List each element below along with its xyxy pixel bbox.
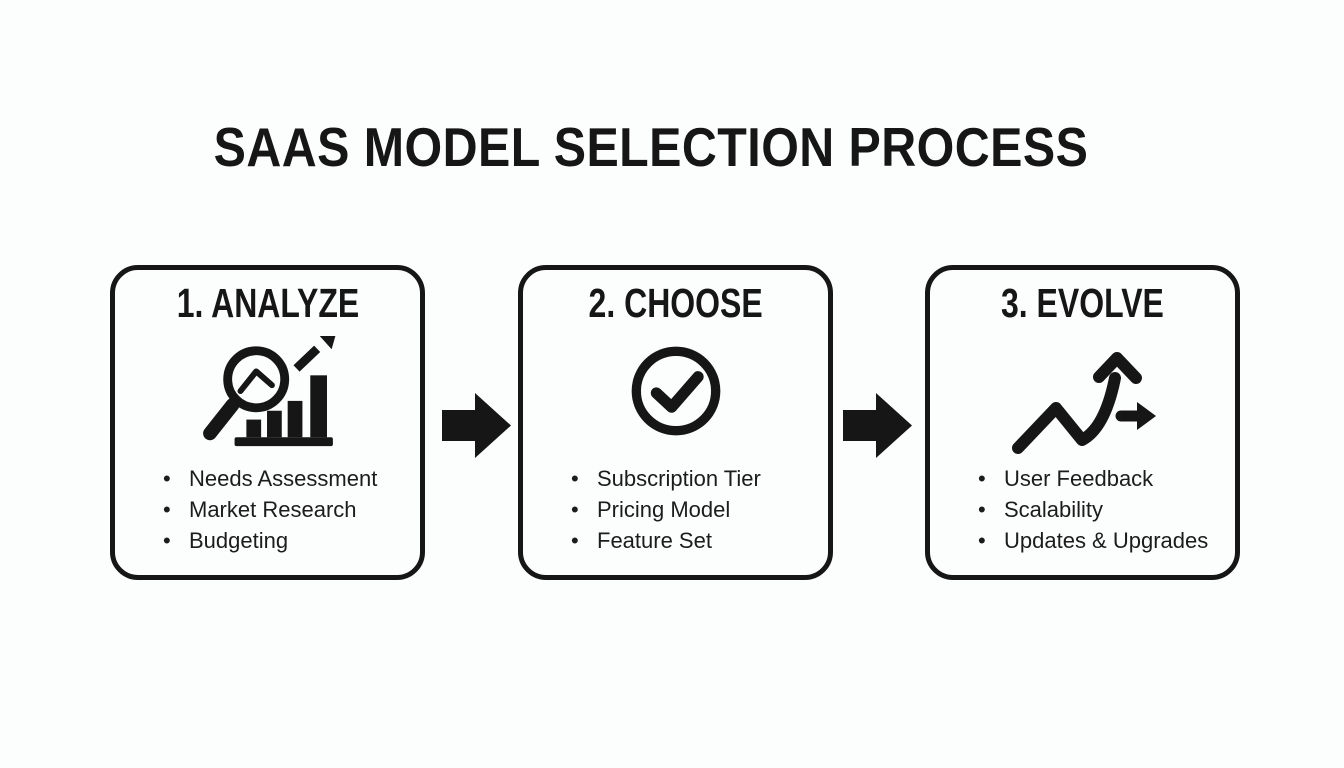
bullet-icon: • — [163, 497, 171, 522]
bullet-icon: • — [163, 528, 171, 553]
list-item: • Pricing Model — [571, 494, 818, 525]
solid-right-arrow-icon — [843, 393, 912, 458]
bullet-icon: • — [978, 497, 986, 522]
rising-zigzag-arrow-icon — [1011, 352, 1156, 454]
bullet-label: Budgeting — [189, 528, 289, 553]
step-icon-area — [930, 346, 1235, 458]
step-heading-label: 2. CHOOSE — [588, 280, 763, 326]
bullet-icon: • — [571, 466, 579, 491]
step-heading-label: 3. EVOLVE — [1001, 280, 1164, 326]
solid-right-arrow-icon — [442, 393, 511, 458]
step-icon-area — [523, 342, 828, 440]
list-item: • Needs Assessment — [163, 463, 410, 494]
bullet-label: Needs Assessment — [189, 466, 378, 491]
list-item: • Budgeting — [163, 525, 410, 556]
step-card-evolve: 3. EVOLVE • User Feedback • Scalability … — [925, 265, 1240, 580]
list-item: • Subscription Tier — [571, 463, 818, 494]
list-item: • User Feedback — [978, 463, 1225, 494]
list-item: • Updates & Upgrades — [978, 525, 1225, 556]
bullet-label: Scalability — [1004, 497, 1104, 522]
list-item: • Market Research — [163, 494, 410, 525]
step-heading: 1. ANALYZE — [115, 283, 420, 324]
bullet-icon: • — [163, 466, 171, 491]
bullet-label: User Feedback — [1004, 466, 1154, 491]
bullet-icon: • — [978, 528, 986, 553]
bullet-label: Subscription Tier — [597, 466, 761, 491]
step-card-analyze: 1. ANALYZE • Needs Assessment • Market R… — [110, 265, 425, 580]
diagram-title-row: SAAS MODEL SELECTION PROCESS — [0, 120, 1344, 175]
bullet-label: Updates & Upgrades — [1004, 528, 1209, 553]
bullet-icon: • — [978, 466, 986, 491]
step-heading-label: 1. ANALYZE — [176, 280, 359, 326]
bullet-label: Market Research — [189, 497, 357, 522]
magnifier-growth-chart-icon — [202, 336, 337, 447]
step-bullet-list: • Subscription Tier • Pricing Model • Fe… — [571, 463, 818, 556]
bullet-label: Pricing Model — [597, 497, 731, 522]
bullet-icon: • — [571, 528, 579, 553]
check-circle-icon — [631, 346, 720, 436]
step-bullet-list: • Needs Assessment • Market Research • B… — [163, 463, 410, 556]
page-title: SAAS MODEL SELECTION PROCESS — [213, 116, 1089, 178]
bullet-icon: • — [571, 497, 579, 522]
step-heading: 3. EVOLVE — [930, 283, 1235, 324]
bullet-label: Feature Set — [597, 528, 712, 553]
list-item: • Feature Set — [571, 525, 818, 556]
step-icon-area — [115, 336, 420, 454]
step-card-choose: 2. CHOOSE • Subscription Tier • Pricing … — [518, 265, 833, 580]
step-heading: 2. CHOOSE — [523, 283, 828, 324]
list-item: • Scalability — [978, 494, 1225, 525]
step-bullet-list: • User Feedback • Scalability • Updates … — [978, 463, 1225, 556]
